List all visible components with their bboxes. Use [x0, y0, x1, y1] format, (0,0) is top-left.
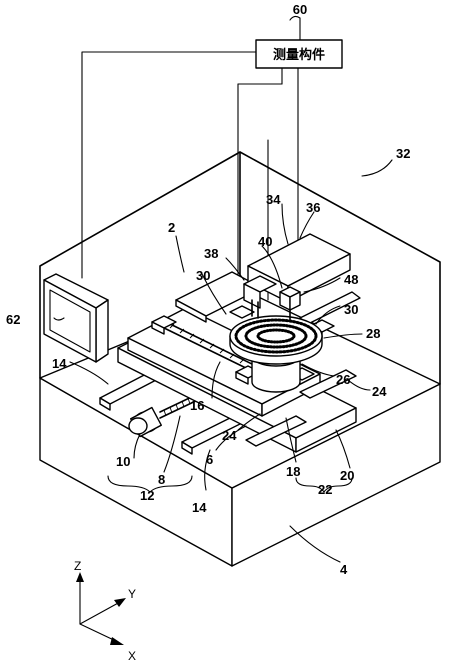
wafer	[229, 315, 323, 365]
label-6: 6	[206, 452, 213, 467]
monitor	[43, 273, 109, 363]
label-24b: 24	[222, 428, 237, 443]
label-62: 62	[6, 312, 20, 327]
label-24a: 24	[372, 384, 387, 399]
label-14b: 14	[192, 500, 207, 515]
label-22: 22	[318, 482, 332, 497]
axis-z-label: Z	[74, 559, 81, 573]
axis-y-label: Y	[128, 587, 136, 601]
label-10: 10	[116, 454, 130, 469]
label-8: 8	[158, 472, 165, 487]
measurement-member-label: 测量构件	[273, 47, 325, 62]
lower-rails	[245, 369, 357, 447]
axis-x-label: X	[128, 649, 136, 663]
measurement-head	[243, 233, 351, 321]
coordinate-axes: Z Y X	[74, 559, 136, 663]
label-18: 18	[286, 464, 300, 479]
label-26: 26	[336, 372, 350, 387]
label-38: 38	[204, 246, 218, 261]
label-40: 40	[258, 234, 272, 249]
label-20: 20	[340, 468, 354, 483]
label-14a: 14	[52, 356, 67, 371]
reference-numerals: 60 32 34 36 2 38 40 48 30 30 28 62 14 26…	[6, 2, 410, 577]
label-4: 4	[340, 562, 348, 577]
leader-lines	[53, 159, 393, 563]
label-16: 16	[190, 398, 204, 413]
label-30b: 30	[344, 302, 358, 317]
label-2: 2	[168, 220, 175, 235]
label-32: 32	[396, 146, 410, 161]
label-36: 36	[306, 200, 320, 215]
label-34: 34	[266, 192, 281, 207]
label-28: 28	[366, 326, 380, 341]
label-48: 48	[344, 272, 358, 287]
measurement-member-box: 测量构件	[255, 39, 343, 69]
label-60: 60	[293, 2, 307, 17]
label-30a: 30	[196, 268, 210, 283]
label-12: 12	[140, 488, 154, 503]
